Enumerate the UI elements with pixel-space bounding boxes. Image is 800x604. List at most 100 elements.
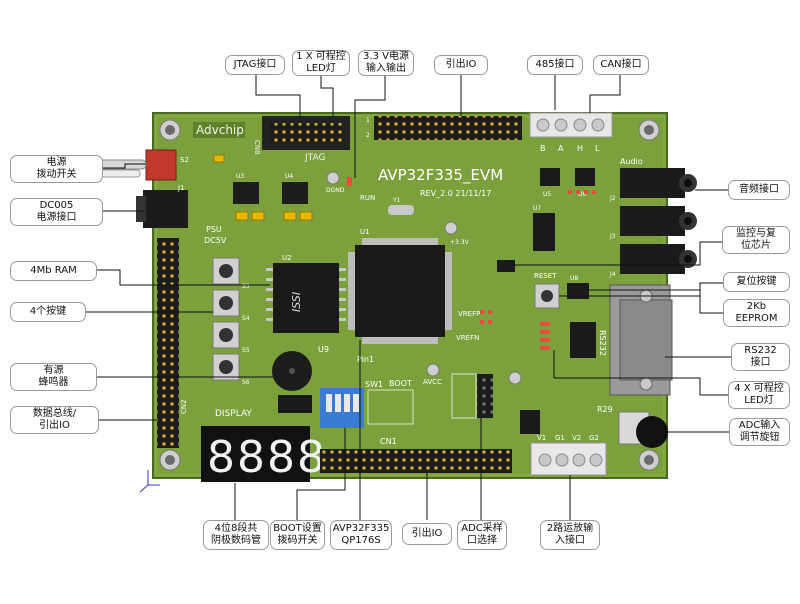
callout-seven-segment: 4位8段共 阴极数码管 [203,520,269,550]
silk-display: DISPLAY [215,409,252,419]
silk-u6: U6 [578,191,586,198]
crystal [388,205,414,215]
silk-s4: S4 [242,315,250,322]
opamp-chip-2 [520,410,540,434]
mounting-holes [159,119,660,471]
silk-psu: PSU [206,225,222,234]
power-switch [145,149,177,181]
supervisor-chip [497,260,515,272]
silk-u4: U4 [285,173,293,180]
silk-r29: R29 [597,405,613,414]
silk-l: L [595,144,600,153]
silk-a: A [558,144,564,153]
callout-supervisor: 监控与复 位芯片 [722,226,790,254]
bottom-io-header [320,449,512,473]
terminal-screws [536,118,605,132]
silk-boot: BOOT [389,379,412,388]
silk-g2: G2 [589,434,599,442]
rs485-transceiver [540,168,560,186]
callout-rs232: RS232 接口 [731,343,790,371]
callout-boot-switch: BOOT设置 拨码开关 [270,520,325,550]
silk-j1: J1 [177,184,185,192]
callout-audio: 音频接口 [728,180,790,200]
regulator-1 [233,182,259,204]
silk-s5: S5 [242,347,250,354]
callout-buttons: 4个按键 [10,302,86,322]
silk-g1: G1 [555,434,565,442]
board-revision: REV_2.0 21/11/17 [420,189,491,198]
dc-jack [143,190,188,228]
adc-selector-header [477,374,493,418]
silk-u3: U3 [236,173,244,180]
rs232-transceiver [570,322,596,358]
silk-sw1: SW1 [365,380,383,389]
callout-jtag: JTAG接口 [225,55,285,75]
callout-led-single: 1 X 可程控 LED灯 [292,50,350,76]
silk-y1: Y1 [392,197,401,204]
silk-v1: V1 [537,434,546,442]
callout-data-bus: 数据总线/ 引出IO [10,406,99,434]
mcu-chip [355,245,445,337]
silk-j2: J2 [609,195,616,202]
callout-ram: 4Mb RAM [10,261,97,281]
silk-v2: V2 [572,434,581,442]
silk-u9: U9 [318,345,329,354]
left-io-header [157,238,179,448]
seven-segment-display [201,426,310,482]
led-array-right [540,322,550,350]
callout-mcu: AVP32F335 QP176S [330,520,392,550]
board-title: AVP32F335_EVM [378,166,503,185]
silk-u7: U7 [533,205,541,212]
callout-led-array: 4 X 可程控 LED灯 [728,381,790,409]
callout-adc-knob: ADC输入 调节旋钮 [729,418,790,446]
callout-opamp-input: 2路运放输 入接口 [540,520,600,550]
silk-dc5v: DC5V [204,236,227,245]
pin2-marker: 2 [366,132,370,139]
silk-h: H [577,144,583,153]
silk-u2: U2 [282,254,292,262]
led-single [347,177,352,186]
boot-table [367,389,414,425]
silk-u5: U5 [543,191,551,198]
silk-j4: J4 [609,271,616,278]
audio-jacks [620,168,697,274]
silk-u1: U1 [360,228,370,236]
ram-chip [273,263,339,333]
adc-label-box [451,373,477,419]
silk-s3: S3 [242,283,250,290]
callout-eeprom: 2Kb EEPROM [723,299,790,327]
user-buttons [212,257,240,381]
callout-can: CAN接口 [593,55,649,75]
capacitors-yellow [213,154,313,221]
silk-s6: S6 [242,379,250,386]
callout-power-switch: 电源 拨动开关 [10,155,103,183]
silk-vrefp: VREFP [458,310,480,318]
opamp-chip [533,213,555,251]
silk-vrefn: VREFN [456,334,479,342]
callout-bottom-io: 引出IO [402,523,452,545]
display-driver-ic [278,395,312,413]
silk-run: RUN [360,194,375,202]
callout-top-io: 引出IO [434,55,488,75]
silk-rs232: RS232 [598,330,607,356]
pin1-marker: 1 [366,117,370,124]
callout-dc-jack: DC005 电源接口 [10,198,103,226]
silk-cn2: CN2 [180,399,188,414]
silk-reset: RESET [534,272,557,280]
silk-pin1: Pin1 [357,355,374,364]
seven-segment-digits: 8888 [207,432,327,483]
silk-cn1: CN1 [380,437,397,446]
callout-buzzer: 有源 蜂鸣器 [10,363,97,391]
silk-s2: S2 [180,156,189,164]
cn8-silk: CN8 [253,140,261,155]
silk-audio: Audio [620,157,643,166]
silk-3v3: +3.3V [450,239,470,246]
leader-lines [86,75,731,520]
ram-label: ISSI [290,292,303,312]
jtag-silk: JTAG [304,153,325,163]
callout-485: 485接口 [527,55,583,75]
callout-3v3: 3.3 V电源 输入输出 [358,50,414,76]
callout-reset: 复位按键 [723,272,790,292]
